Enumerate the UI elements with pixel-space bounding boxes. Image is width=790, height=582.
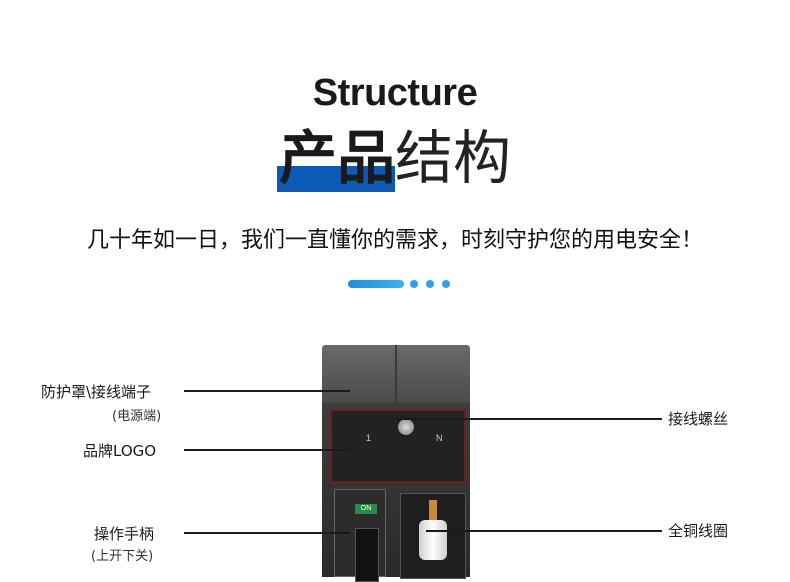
screw-icon — [398, 419, 414, 435]
dot — [426, 280, 434, 288]
callout-handle-sub: (上开下关) — [91, 549, 154, 564]
dot — [410, 280, 418, 288]
terminal-label-n: N — [436, 433, 443, 443]
copper-coil — [419, 520, 447, 560]
coil-wire — [429, 500, 437, 522]
dot — [442, 280, 450, 288]
callout-protective-cover-sub: (电源端) — [112, 409, 162, 424]
callout-copper-coil: 全铜线圈 — [668, 522, 729, 540]
cover-seam — [395, 345, 397, 403]
protective-cover — [322, 345, 470, 403]
breaker-body: 1 N ON — [322, 403, 470, 582]
callout-line — [396, 418, 662, 420]
operating-handle — [355, 528, 379, 582]
on-indicator: ON — [355, 504, 377, 514]
callout-brand-logo: 品牌LOGO — [83, 442, 157, 460]
callout-line — [184, 449, 350, 451]
callout-handle: 操作手柄 — [94, 525, 155, 543]
terminal-block: 1 N — [330, 409, 466, 483]
title-chinese-bold: 产品 — [276, 122, 395, 194]
dots-pill — [348, 280, 404, 288]
title-chinese: 产品 结构 — [0, 122, 790, 194]
handle-window: ON — [334, 489, 386, 582]
callout-wiring-screw: 接线螺丝 — [668, 410, 729, 428]
callout-line — [184, 390, 350, 392]
coil-area — [400, 493, 466, 579]
callout-protective-cover: 防护罩\接线端子 — [41, 383, 152, 401]
title-chinese-light: 结构 — [395, 124, 512, 192]
terminal-label-1: 1 — [366, 433, 372, 443]
title-chinese-bold-text: 产品 — [278, 124, 395, 192]
callout-line — [426, 530, 662, 532]
title-english: Structure — [312, 72, 478, 114]
callout-line — [184, 532, 350, 534]
product-image: 1 N ON — [322, 345, 470, 582]
slogan: 几十年如一日，我们一直懂你的需求，时刻守护您的用电安全！ — [86, 228, 703, 253]
title-highlight-bar — [276, 166, 395, 192]
